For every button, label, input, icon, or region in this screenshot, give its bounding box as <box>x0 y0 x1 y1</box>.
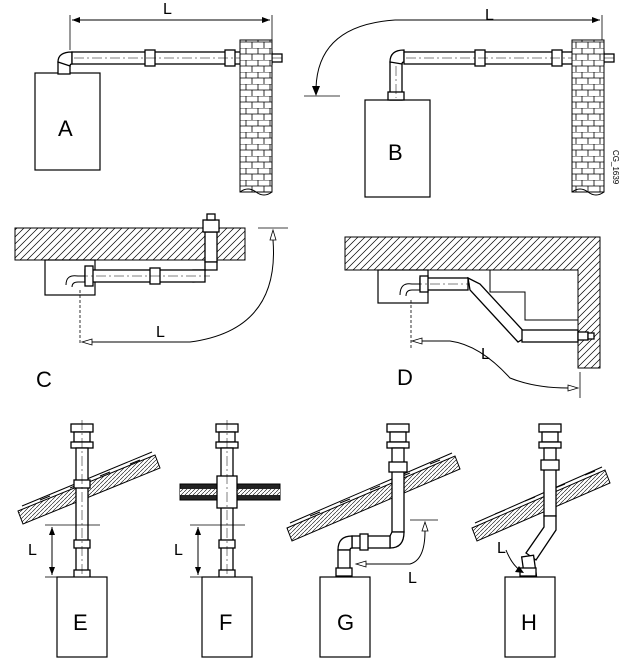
wall-b <box>571 39 605 196</box>
panel-b: L B CG_1639 <box>304 7 620 198</box>
dimension-l-f: L <box>174 524 245 578</box>
panel-f: F L <box>174 420 281 658</box>
panel-g: G L <box>286 423 461 658</box>
dimension-l-a: L <box>69 1 273 50</box>
dimension-l-d: L <box>410 300 581 398</box>
flue-pipe-d <box>399 275 595 343</box>
panel-g-label: G <box>337 610 354 635</box>
dimension-l-label: L <box>408 570 417 587</box>
panel-c-label: C <box>36 367 52 392</box>
flue-pipe-b <box>387 49 616 101</box>
wall-a <box>239 39 273 196</box>
doc-code: CG_1639 <box>611 150 620 185</box>
dimension-l-label: L <box>481 346 490 363</box>
roof-g <box>286 452 461 542</box>
dimension-l-label: L <box>28 542 37 559</box>
dimension-l-label: L <box>497 540 506 557</box>
dimension-l-g: L <box>354 519 438 587</box>
dimension-l-label: L <box>174 542 183 559</box>
panel-b-label: B <box>388 140 403 165</box>
dimension-l-label: L <box>156 324 165 341</box>
panel-h: H L <box>471 423 611 658</box>
panel-a-label: A <box>58 116 73 141</box>
flue-pipe-e <box>70 420 94 580</box>
panel-d-label: D <box>397 365 413 390</box>
panel-e-label: E <box>73 610 88 635</box>
panel-h-label: H <box>521 610 537 635</box>
flue-pipe-f <box>215 420 239 580</box>
dimension-l-label: L <box>485 7 494 24</box>
boiler-b <box>364 99 431 198</box>
boiler-f <box>201 576 253 658</box>
panel-e: E L <box>17 420 161 658</box>
boiler-a <box>34 72 101 171</box>
dimension-l-e: L <box>28 524 100 578</box>
panel-a: L A <box>34 1 285 196</box>
dimension-l-h: L <box>497 540 524 573</box>
flue-pipe-g <box>335 423 410 578</box>
boiler-e <box>56 576 108 658</box>
roof-h <box>471 466 611 542</box>
flue-pipe-c <box>65 213 220 288</box>
boiler-h <box>504 576 556 658</box>
dimension-l-label: L <box>163 1 172 18</box>
flue-pipe-h <box>519 423 562 579</box>
panel-f-label: F <box>219 610 232 635</box>
panel-d: L D <box>344 236 601 398</box>
boiler-g <box>319 576 371 658</box>
panel-c: L C <box>14 213 288 392</box>
dimension-l-c: L <box>79 227 288 346</box>
